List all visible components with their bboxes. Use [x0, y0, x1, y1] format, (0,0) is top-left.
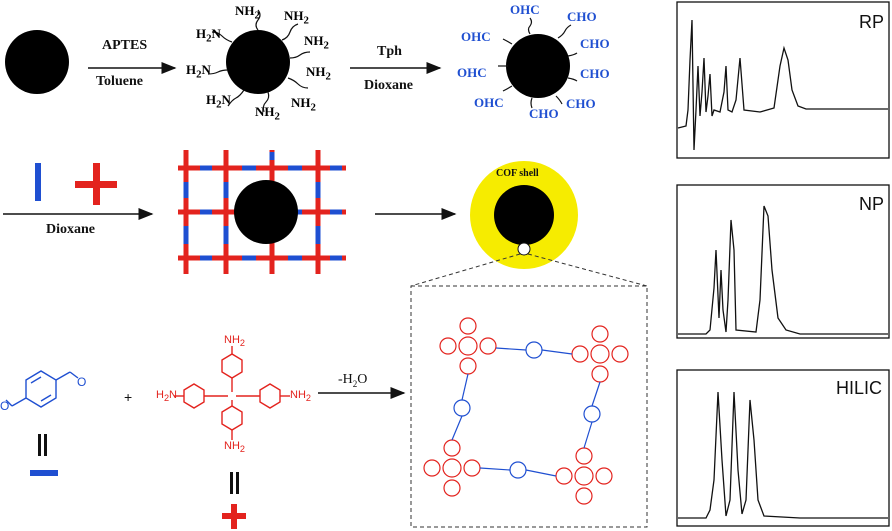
- amine-label-top: NH2: [235, 3, 260, 22]
- amine-label-4: NH2: [306, 64, 331, 83]
- amine-label-h2n-2: H2N: [206, 92, 231, 111]
- np-label: NP: [859, 194, 885, 214]
- cho-label-3: CHO: [580, 66, 610, 81]
- rp-trace: [677, 19, 888, 151]
- aldehyde-linkers: [498, 17, 578, 109]
- step1-reagent: APTES: [102, 38, 148, 53]
- ohc-label-2: OHC: [457, 65, 487, 80]
- hilic-trace: [678, 391, 888, 519]
- amine-label-2: NH2: [284, 8, 309, 27]
- cof-repeat-unit-icon: [423, 317, 629, 505]
- svg-text:O: O: [77, 375, 86, 389]
- step1-solvent: Toluene: [96, 74, 143, 89]
- hilic-label: HILIC: [836, 378, 883, 398]
- core-in-shell-icon: [494, 185, 554, 245]
- red-cross-legend-v: [93, 163, 100, 205]
- amine-label-3: NH2: [304, 33, 329, 52]
- equiv-bar-3: [230, 472, 233, 494]
- reaction-label: -H2O: [338, 372, 368, 389]
- chromatogram-hilic: [676, 369, 890, 527]
- tapb-nh2-bottom: NH2: [224, 440, 245, 455]
- ohc-label-3: OHC: [461, 29, 491, 44]
- equiv-bar-1: [38, 434, 41, 456]
- zoom-box: [410, 253, 648, 528]
- tapb-icon: [174, 346, 290, 440]
- amine-core-icon: [226, 30, 290, 94]
- cho-label-4: CHO: [566, 96, 596, 111]
- amine-label-6: NH2: [255, 104, 280, 123]
- equiv-bar-2: [44, 434, 47, 456]
- amine-label-h2n-3: H2N: [186, 62, 211, 81]
- cho-label-1: CHO: [567, 9, 597, 24]
- bare-silica-core-icon: [5, 30, 69, 94]
- ohc-label-top: OHC: [510, 2, 540, 17]
- chromatogram-rp: [676, 1, 890, 159]
- aldehyde-core-icon: [506, 34, 570, 98]
- tapb-nh2-right: NH2: [290, 389, 311, 404]
- equiv-bar-4: [236, 472, 239, 494]
- step2-reagent: Tph: [377, 44, 402, 59]
- tapb-h2n-left: H2N: [156, 389, 177, 404]
- tapb-nh2-top: NH2: [224, 334, 245, 349]
- step3-solvent: Dioxane: [46, 222, 95, 237]
- step2-solvent: Dioxane: [364, 78, 413, 93]
- cof-lattice-icon: [178, 150, 346, 274]
- chromatogram-np: [676, 184, 890, 339]
- red-cross-symbol-v: [231, 504, 237, 529]
- svg-text:+: +: [124, 389, 132, 405]
- cho-label-5: CHO: [529, 106, 559, 121]
- svg-text:O: O: [0, 399, 9, 413]
- rp-label: RP: [859, 12, 885, 32]
- cho-label-2: CHO: [580, 36, 610, 51]
- zoom-spot: [517, 242, 531, 256]
- amine-label-h2n-1: H2N: [196, 26, 221, 45]
- ohc-label-1: OHC: [474, 95, 504, 110]
- np-trace: [678, 205, 888, 335]
- cof-shell-label: COF shell: [496, 168, 539, 179]
- terephthalaldehyde-icon: [5, 370, 79, 408]
- amine-linkers: [207, 9, 311, 113]
- blue-linker-legend-icon: [35, 163, 41, 201]
- amine-label-5: NH2: [291, 95, 316, 114]
- blue-linker-symbol: [30, 470, 58, 476]
